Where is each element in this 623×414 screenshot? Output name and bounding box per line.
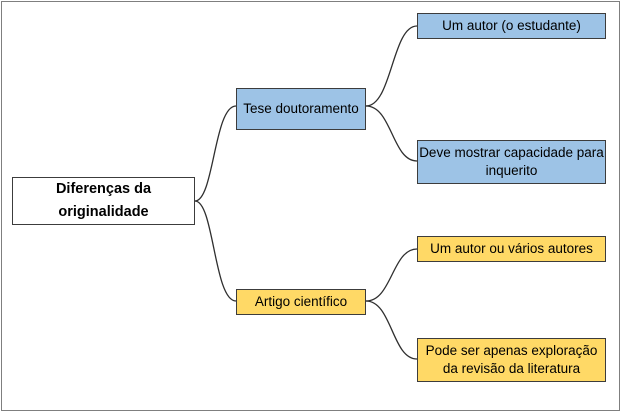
article-review-node: Pode ser apenas exploração da revisão da…: [417, 338, 606, 382]
article-authors-label: Um autor ou vários autores: [430, 240, 593, 256]
thesis-inquiry-node: Deve mostrar capacidade para inquerito: [417, 140, 606, 184]
connector-article-to-review: [365, 300, 418, 360]
thesis-author-label: Um autor (o estudante): [442, 17, 581, 33]
thesis-node-label: Tese doutoramento: [243, 100, 359, 116]
article-authors-node: Um autor ou vários autores: [417, 236, 606, 262]
connector-thesis-to-author: [365, 25, 418, 107]
root-node: Diferenças da originalidade: [12, 177, 195, 225]
connector-thesis-to-inquiry: [365, 105, 418, 162]
connector-root-to-article: [194, 200, 237, 302]
thesis-inquiry-label: Deve mostrar capacidade para inquerito: [419, 144, 604, 178]
thesis-node: Tese doutoramento: [236, 88, 366, 130]
article-node: Artigo científico: [236, 289, 366, 315]
article-review-label: Pode ser apenas exploração da revisão da…: [425, 342, 598, 376]
article-node-label: Artigo científico: [254, 293, 348, 309]
thesis-author-node: Um autor (o estudante): [417, 13, 606, 39]
connector-article-to-authors: [365, 248, 418, 302]
root-node-label: Diferenças da originalidade: [55, 180, 152, 220]
connector-root-to-thesis: [194, 105, 237, 202]
